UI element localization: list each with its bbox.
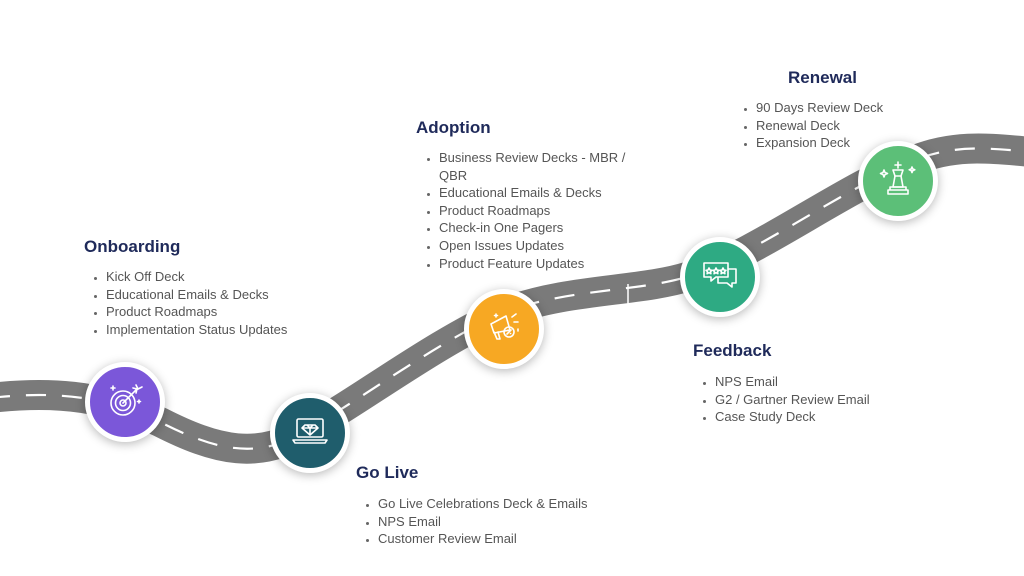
list-item: Product Feature Updates bbox=[439, 255, 657, 273]
feedback-items: NPS Email G2 / Gartner Review Email Case… bbox=[693, 373, 925, 426]
list-item: Kick Off Deck bbox=[106, 268, 296, 286]
list-item: Implementation Status Updates bbox=[106, 321, 296, 339]
list-item: Expansion Deck bbox=[756, 134, 956, 152]
list-item: Open Issues Updates bbox=[439, 237, 657, 255]
adoption-items: Business Review Decks - MBR / QBR Educat… bbox=[417, 149, 657, 272]
renewal-title: Renewal bbox=[788, 68, 857, 87]
list-item: Go Live Celebrations Deck & Emails bbox=[378, 495, 628, 513]
list-item: G2 / Gartner Review Email bbox=[715, 391, 925, 409]
list-item: NPS Email bbox=[715, 373, 925, 391]
list-item: 90 Days Review Deck bbox=[756, 99, 956, 117]
feedback-title: Feedback bbox=[693, 341, 772, 360]
onboarding-items: Kick Off Deck Educational Emails & Decks… bbox=[84, 268, 296, 338]
list-item: Business Review Decks - MBR / QBR bbox=[439, 149, 657, 184]
feedback-circle bbox=[680, 237, 760, 317]
list-item: Educational Emails & Decks bbox=[106, 286, 296, 304]
adoption-title: Adoption bbox=[416, 118, 491, 137]
list-item: Customer Review Email bbox=[378, 530, 628, 548]
list-item: Product Roadmaps bbox=[439, 202, 657, 220]
adoption-circle bbox=[464, 289, 544, 369]
onboarding-circle bbox=[85, 362, 165, 442]
go-live-items: Go Live Celebrations Deck & Emails NPS E… bbox=[356, 495, 628, 548]
list-item: NPS Email bbox=[378, 513, 628, 531]
list-item: Educational Emails & Decks bbox=[439, 184, 657, 202]
list-item: Renewal Deck bbox=[756, 117, 956, 135]
megaphone-icon bbox=[482, 305, 526, 354]
list-item: Check-in One Pagers bbox=[439, 219, 657, 237]
renewal-items: 90 Days Review Deck Renewal Deck Expansi… bbox=[734, 99, 956, 152]
review-chat-icon bbox=[698, 253, 742, 302]
onboarding-title: Onboarding bbox=[84, 237, 181, 256]
chess-king-icon bbox=[876, 157, 920, 206]
renewal-circle bbox=[858, 141, 938, 221]
laptop-diamond-icon bbox=[288, 409, 332, 458]
list-item: Product Roadmaps bbox=[106, 303, 296, 321]
go-live-circle bbox=[270, 393, 350, 473]
target-icon bbox=[103, 378, 147, 427]
go-live-title: Go Live bbox=[356, 463, 419, 482]
list-item: Case Study Deck bbox=[715, 408, 925, 426]
